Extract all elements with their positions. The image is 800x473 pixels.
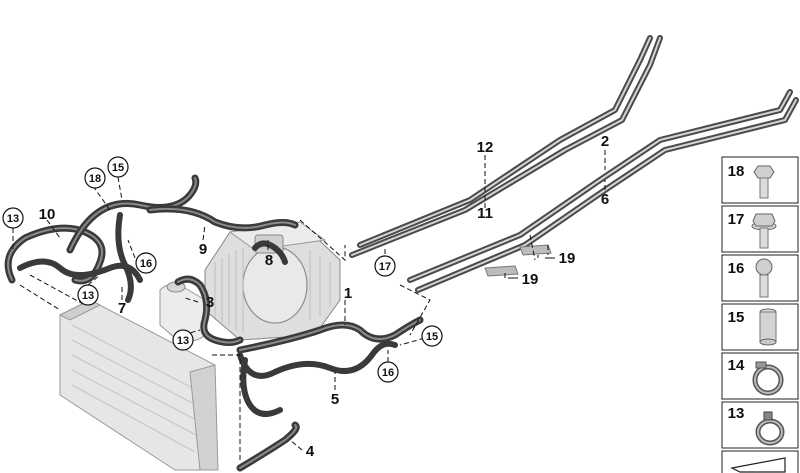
svg-text:14: 14 bbox=[728, 357, 745, 374]
svg-text:15: 15 bbox=[426, 331, 438, 343]
bolt-icon bbox=[753, 165, 775, 199]
hose-clamp-icon bbox=[752, 361, 784, 396]
svg-text:13: 13 bbox=[7, 213, 19, 225]
label-9: 9 bbox=[199, 241, 207, 258]
label-7: 7 bbox=[118, 300, 126, 317]
svg-text:18: 18 bbox=[89, 173, 101, 185]
callout-16-left: 16 bbox=[135, 252, 157, 274]
svg-text:16: 16 bbox=[382, 367, 394, 379]
svg-text:18: 18 bbox=[728, 163, 745, 180]
panel-cell-symbol bbox=[721, 450, 799, 473]
callout-13-left: 13 bbox=[2, 207, 24, 229]
panel-cell-18: 18 bbox=[721, 156, 799, 204]
svg-text:16: 16 bbox=[140, 258, 152, 270]
label-2: 2 bbox=[601, 133, 609, 150]
label-19-upper: 19 bbox=[559, 250, 576, 267]
svg-text:15: 15 bbox=[112, 162, 124, 174]
label-19-lower: 19 bbox=[522, 271, 539, 288]
panel-cell-16: 16 bbox=[721, 254, 799, 302]
label-5: 5 bbox=[331, 391, 339, 408]
svg-text:16: 16 bbox=[728, 260, 745, 277]
panel-cell-17: 17 bbox=[721, 205, 799, 253]
flange-bolt-icon bbox=[751, 213, 777, 249]
label-3: 3 bbox=[206, 294, 214, 311]
label-10: 10 bbox=[39, 206, 56, 223]
callout-18: 18 bbox=[84, 167, 106, 189]
label-6: 6 bbox=[601, 191, 609, 208]
label-8: 8 bbox=[265, 252, 273, 269]
radiator bbox=[58, 299, 219, 471]
callout-13-center: 13 bbox=[172, 329, 194, 351]
label-4: 4 bbox=[306, 443, 315, 460]
torx-bolt-icon bbox=[755, 258, 773, 298]
callout-15-top: 15 bbox=[107, 156, 129, 178]
panel-cell-14: 14 bbox=[721, 352, 799, 400]
label-11: 11 bbox=[477, 205, 493, 222]
label-1: 1 bbox=[344, 285, 352, 302]
svg-text:15: 15 bbox=[728, 309, 745, 326]
svg-text:13: 13 bbox=[177, 335, 189, 347]
svg-text:13: 13 bbox=[728, 405, 745, 422]
panel-cell-13: 13 bbox=[721, 401, 799, 449]
pipes bbox=[349, 35, 799, 293]
hoses bbox=[4, 174, 424, 472]
svg-text:17: 17 bbox=[379, 261, 391, 273]
spring-clamp-icon bbox=[755, 411, 785, 446]
pump-unit bbox=[204, 221, 341, 341]
arrow-wedge-icon bbox=[730, 457, 786, 473]
callout-15-right: 15 bbox=[421, 325, 443, 347]
nut-insert-icon bbox=[759, 308, 777, 346]
callout-13-mid: 13 bbox=[77, 284, 99, 306]
fastener-panel: 18 17 16 15 bbox=[721, 156, 799, 473]
callout-17: 17 bbox=[374, 255, 396, 277]
label-12: 12 bbox=[477, 139, 494, 156]
panel-cell-15: 15 bbox=[721, 303, 799, 351]
callout-16-right: 16 bbox=[377, 361, 399, 383]
svg-text:13: 13 bbox=[82, 290, 94, 302]
svg-text:17: 17 bbox=[728, 211, 745, 228]
